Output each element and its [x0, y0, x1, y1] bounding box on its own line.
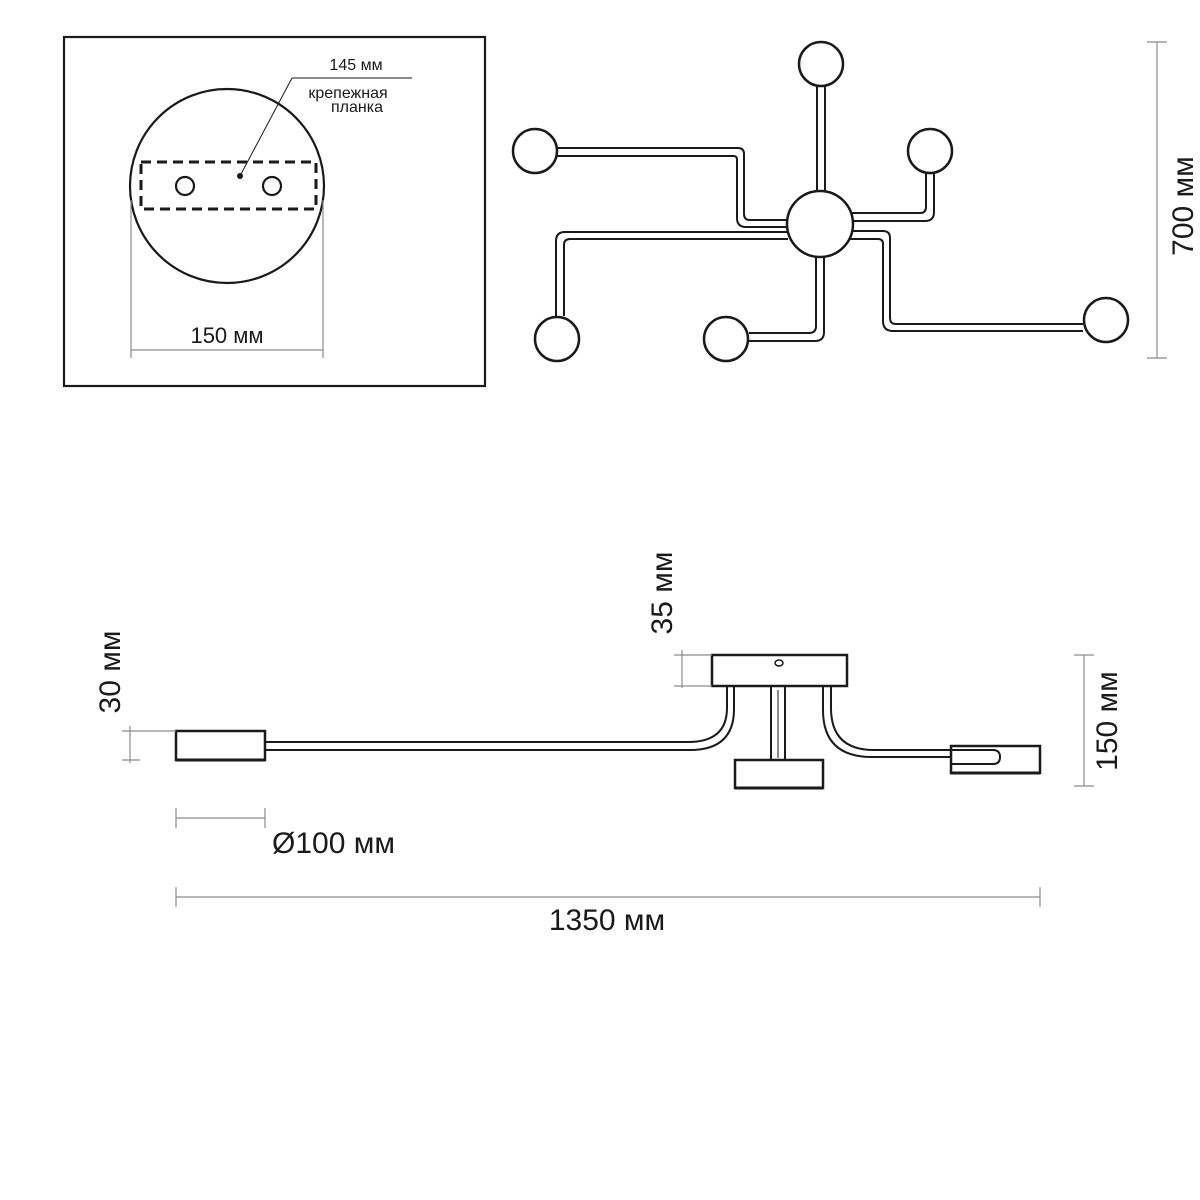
arm-upper-left	[557, 147, 790, 228]
shade-center	[733, 758, 825, 790]
base-screw-hole	[774, 659, 784, 667]
bracket-hole-right	[261, 175, 283, 197]
shade-right-slot	[951, 749, 1002, 765]
base-height-label: 35 мм	[646, 552, 679, 635]
arm-lower-middle	[749, 256, 825, 342]
mounting-bracket	[139, 160, 318, 211]
mount-plate-detail: 145 мм крепежная планка 150 мм	[62, 35, 487, 388]
shade-height-label: 30 мм	[94, 631, 127, 714]
side-arm-left	[265, 686, 735, 751]
globe-lower-left	[533, 315, 581, 363]
arm-lower-left	[555, 231, 788, 316]
side-view: 35 мм 30 мм 150 мм Ø100 мм 1350 мм	[94, 552, 1124, 937]
center-stem	[770, 686, 786, 760]
side-arm-right	[822, 686, 952, 758]
arm-top	[816, 84, 826, 194]
globe-upper-right	[906, 127, 954, 175]
center-hub	[785, 189, 855, 259]
globe-top	[797, 40, 845, 88]
arm-lower-right	[849, 230, 1083, 332]
globe-lower-right	[1082, 296, 1130, 344]
bracket-name-line1: крепежная	[308, 85, 387, 102]
shade-left	[174, 729, 267, 762]
bracket-hole-left	[174, 175, 196, 197]
top-view: 700 мм	[511, 40, 1200, 363]
total-length-label: 1350 мм	[549, 904, 665, 937]
total-height-label: 150 мм	[1091, 671, 1124, 771]
detail-frame	[62, 35, 487, 388]
globe-upper-left	[511, 127, 559, 175]
depth-label: 700 мм	[1167, 156, 1200, 256]
top-arms	[555, 84, 1083, 342]
plate-diameter-label: 150 мм	[190, 323, 263, 348]
leader-line	[239, 77, 293, 177]
ceiling-plate-circle	[128, 87, 326, 285]
arm-upper-right	[851, 172, 935, 222]
bracket-width-label: 145 мм	[329, 57, 382, 74]
globe-lower-middle	[702, 315, 750, 363]
shade-diameter-label: Ø100 мм	[272, 827, 395, 860]
bracket-name-line2: планка	[331, 99, 383, 116]
